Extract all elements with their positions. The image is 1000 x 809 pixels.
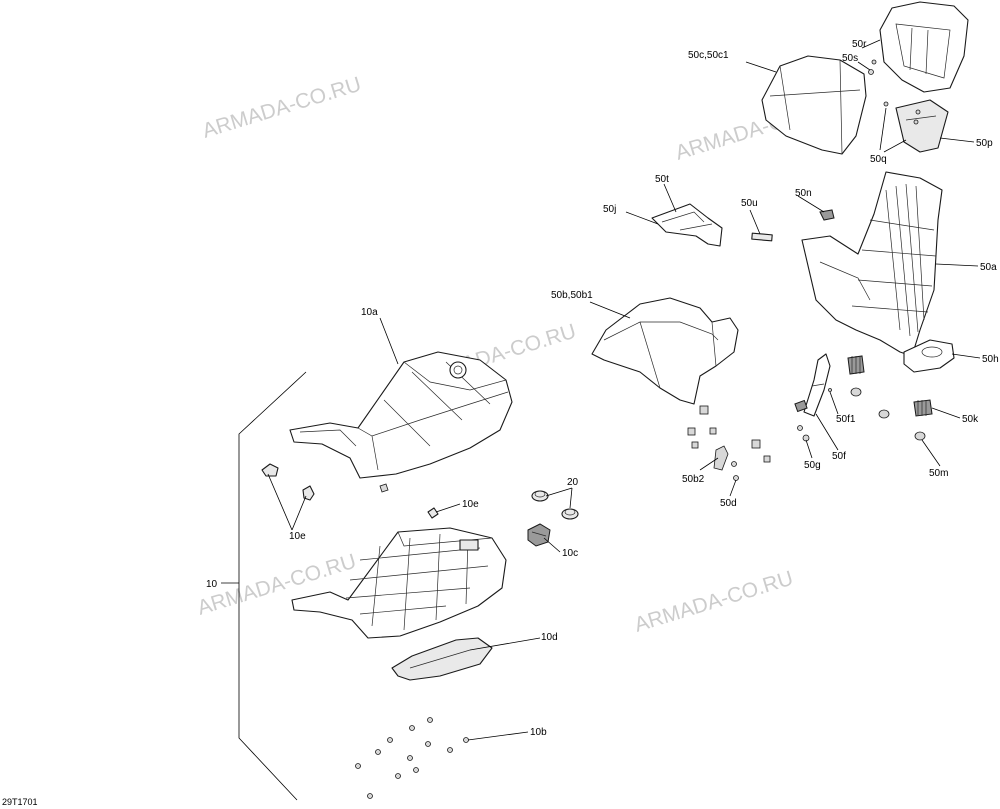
part-50q-clip[interactable] [883, 101, 889, 107]
callout-50s[interactable]: 50s [842, 53, 858, 64]
part-50m-nuts[interactable] [850, 387, 926, 441]
callout-50f1[interactable]: 50f1 [836, 414, 856, 425]
part-50s-screw[interactable] [868, 59, 877, 75]
callout-20[interactable]: 20 [567, 477, 579, 488]
part-50g-nut[interactable] [797, 425, 810, 442]
part-50r-backrest-shell[interactable] [879, 1, 969, 93]
part-10c-latch[interactable] [527, 523, 551, 547]
part-50k-fittings[interactable] [847, 355, 933, 417]
part-50c-backrest-pad[interactable] [761, 55, 867, 155]
callout-50a[interactable]: 50a [980, 262, 997, 273]
callout-50p[interactable]: 50p [976, 138, 993, 149]
assembly-10-bracket [221, 371, 307, 801]
callout-50t[interactable]: 50t [655, 174, 669, 185]
leader-lines [267, 39, 981, 741]
part-50f1-pin[interactable] [828, 388, 832, 392]
part-50b2-hardware[interactable] [687, 405, 771, 481]
callout-50f[interactable]: 50f [832, 451, 846, 462]
part-50j-bracket[interactable] [651, 203, 723, 247]
callout-10a[interactable]: 10a [361, 307, 378, 318]
part-50f-latch-arm[interactable] [794, 353, 831, 417]
callout-50h[interactable]: 50h [982, 354, 999, 365]
callout-50r[interactable]: 50r [852, 39, 867, 50]
callout-50b[interactable]: 50b,50b1 [551, 290, 593, 301]
callout-50n[interactable]: 50n [795, 188, 812, 199]
part-50u-pin[interactable] [751, 232, 773, 242]
part-50a-backrest-frame[interactable] [801, 171, 943, 357]
part-20-grommets[interactable] [531, 490, 579, 520]
watermarks: ARMADA-CO.RU ARMADA-CO.RU ARMADA-CO.RU A… [195, 73, 837, 637]
part-50h-cap[interactable] [903, 339, 955, 373]
callout-50b2[interactable]: 50b2 [682, 474, 705, 485]
part-50n-screw[interactable] [819, 209, 835, 221]
callout-10e[interactable]: 10e [462, 499, 479, 510]
part-10b-fasteners[interactable] [355, 717, 469, 799]
callout-10c[interactable]: 10c [562, 548, 578, 559]
drawing-id: 29T1701 [2, 797, 38, 807]
callout-10e[interactable]: 10e [289, 531, 306, 542]
callout-10[interactable]: 10 [206, 579, 218, 590]
callout-50j[interactable]: 50j [603, 204, 616, 215]
callout-10b[interactable]: 10b [530, 727, 547, 738]
callout-50g[interactable]: 50g [804, 460, 821, 471]
callout-labels: 10a 10e 10e 20 10c 10 10d 10b 50b,50b1 5… [206, 39, 999, 738]
callout-50k[interactable]: 50k [962, 414, 979, 425]
part-10d-cover[interactable] [391, 637, 493, 681]
callout-10d[interactable]: 10d [541, 632, 558, 643]
callout-50c[interactable]: 50c,50c1 [688, 50, 729, 61]
callout-50m[interactable]: 50m [929, 468, 948, 479]
part-10e-clips[interactable] [261, 463, 439, 519]
part-50p-plate[interactable] [895, 99, 949, 153]
part-50b-passenger-cushion[interactable] [591, 297, 739, 405]
part-10-seat-base[interactable] [291, 527, 507, 639]
part-10a-seat-cushion[interactable] [289, 351, 513, 479]
callout-50d[interactable]: 50d [720, 498, 737, 509]
watermark-text: ARMADA-CO.RU [200, 73, 364, 143]
watermark-text: ARMADA-CO.RU [632, 567, 796, 637]
callout-50q[interactable]: 50q [870, 154, 887, 165]
callout-50u[interactable]: 50u [741, 198, 758, 209]
